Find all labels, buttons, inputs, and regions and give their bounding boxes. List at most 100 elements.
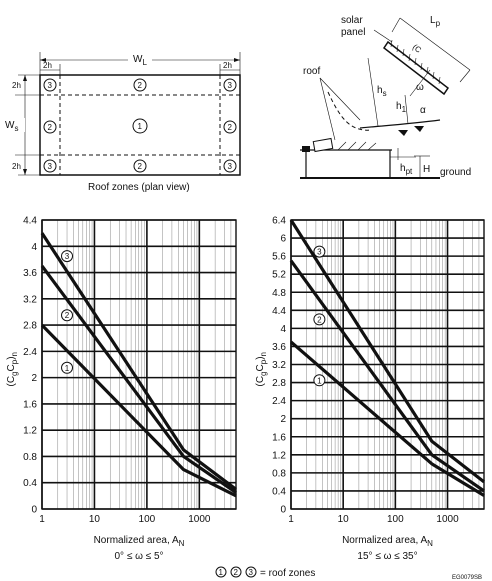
zone-3-marker-bl: 3 bbox=[43, 159, 57, 173]
zone-circle bbox=[313, 313, 326, 326]
series-line-zone-2 bbox=[289, 259, 485, 493]
plan-view: WL 2h 2h Ws 2h 2h 3 3 3 3 2 2 2 2 1 Roof… bbox=[3, 52, 241, 193]
y-tick-label: 3.6 bbox=[23, 268, 37, 279]
legend-zone-3: 3 bbox=[245, 566, 257, 578]
y-tick-label: 3.6 bbox=[272, 342, 286, 353]
y-tick-label: 4.4 bbox=[23, 216, 37, 227]
series-marker-zone-2: 2 bbox=[313, 313, 326, 326]
zone-number: 1 bbox=[65, 364, 70, 373]
svg-text:3: 3 bbox=[228, 81, 233, 90]
x-tick-label: 1000 bbox=[188, 514, 211, 525]
zone-2-marker-right: 2 bbox=[223, 120, 237, 134]
series-line-zone-3 bbox=[289, 219, 485, 484]
plot-frame bbox=[290, 219, 485, 510]
svg-text:3: 3 bbox=[249, 568, 254, 577]
chart-right: 0 0.4 0.8 1.2 1.6 2 2.4 2.8 3.2 3.6 4 4.4 4.8 5.2 5.6 6… bbox=[255, 216, 485, 562]
angle-range-caption: 0° ≤ ω ≤ 5° bbox=[114, 551, 163, 562]
y-tick-label: 4 bbox=[280, 324, 286, 335]
svg-text:3: 3 bbox=[48, 162, 53, 171]
y-tick-label: 4.8 bbox=[272, 288, 286, 299]
ground-label: ground bbox=[440, 167, 471, 178]
y-tick-label: 0.4 bbox=[23, 478, 37, 489]
x-tick-label: 1 bbox=[39, 514, 45, 525]
edge-2h-top-left: 2h bbox=[43, 61, 52, 70]
x-tick-label: 100 bbox=[387, 514, 404, 525]
y-tick-label: 1.2 bbox=[272, 450, 286, 461]
zone-number: 2 bbox=[65, 311, 70, 320]
angle-range-caption: 15° ≤ ω ≤ 35° bbox=[357, 551, 417, 562]
y-tick-label: 2.8 bbox=[23, 321, 37, 332]
zone-number: 1 bbox=[317, 376, 322, 385]
x-axis-label: Normalized area, AN bbox=[342, 535, 433, 548]
y-tick-label: 2.8 bbox=[272, 378, 286, 389]
legend: 1 2 3 = roof zones bbox=[215, 566, 315, 579]
h1-label: h1 bbox=[396, 101, 407, 114]
y-tick-label: 6 bbox=[280, 234, 286, 245]
alpha-label: α bbox=[420, 105, 426, 116]
plan-view-title: Roof zones (plan view) bbox=[88, 182, 190, 193]
svg-text:1: 1 bbox=[219, 568, 224, 577]
y-tick-label: 2.4 bbox=[23, 347, 37, 358]
edge-2h-top-right: 2h bbox=[223, 61, 232, 70]
series-marker-zone-1: 1 bbox=[313, 374, 326, 387]
svg-text:2: 2 bbox=[138, 162, 143, 171]
zone-circle bbox=[313, 245, 326, 258]
series-line-zone-2 bbox=[40, 265, 237, 494]
series-marker-zone-3: 3 bbox=[61, 250, 74, 263]
omega-label: ω bbox=[416, 82, 424, 93]
svg-text:2: 2 bbox=[228, 123, 233, 132]
y-tick-label: 2 bbox=[280, 414, 286, 425]
y-tick-label: 4.4 bbox=[272, 306, 286, 317]
x-tick-label: 10 bbox=[338, 514, 350, 525]
y-tick-label: 5.2 bbox=[272, 270, 286, 281]
zone-2-marker-left: 2 bbox=[43, 120, 57, 134]
y-tick-label: 0.4 bbox=[272, 486, 286, 497]
series-line-zone-3 bbox=[40, 232, 237, 491]
airflow-curve bbox=[327, 91, 373, 131]
zone-number: 3 bbox=[65, 252, 70, 261]
legend-zone-2: 2 bbox=[230, 566, 242, 578]
y-axis-label: (CgCp)n bbox=[6, 352, 19, 387]
y-tick-label: 1.6 bbox=[272, 432, 286, 443]
zone-2-marker-top: 2 bbox=[133, 78, 147, 92]
y-tick-label: 5.6 bbox=[272, 252, 286, 263]
parapet bbox=[302, 146, 310, 152]
svg-text:3: 3 bbox=[48, 81, 53, 90]
solar-panel-drawing bbox=[382, 17, 471, 96]
y-tick-label: 0.8 bbox=[23, 452, 37, 463]
y-tick-label: 1.6 bbox=[23, 399, 37, 410]
zone-number: 3 bbox=[317, 248, 322, 257]
cgcp-label: (C bbox=[411, 42, 423, 54]
rooftop-equipment bbox=[312, 137, 334, 153]
svg-text:2: 2 bbox=[48, 123, 53, 132]
y-tick-label: 0 bbox=[31, 505, 37, 516]
legend-text: = roof zones bbox=[260, 568, 315, 579]
zone-3-marker-br: 3 bbox=[223, 159, 237, 173]
y-tick-label: 0 bbox=[280, 505, 286, 516]
edge-2h-left-bottom: 2h bbox=[12, 162, 21, 171]
plot-frame bbox=[41, 219, 237, 510]
ws-label: Ws bbox=[5, 120, 18, 133]
zone-circle bbox=[61, 250, 74, 263]
series-marker-zone-3: 3 bbox=[313, 245, 326, 258]
edge-2h-left-top: 2h bbox=[12, 81, 21, 90]
hpt-label: hpt bbox=[400, 163, 413, 176]
series-line-zone-1 bbox=[289, 340, 485, 497]
series-marker-zone-2: 2 bbox=[61, 309, 74, 322]
zone-circle bbox=[61, 361, 74, 374]
series-marker-zone-1: 1 bbox=[61, 361, 74, 374]
y-tick-label: 0.8 bbox=[272, 468, 286, 479]
zone-number: 2 bbox=[317, 315, 322, 324]
y-tick-label: 3.2 bbox=[272, 360, 286, 371]
x-axis-label: Normalized area, AN bbox=[94, 535, 185, 548]
y-tick-label: 2.4 bbox=[272, 396, 286, 407]
lp-label: Lp bbox=[430, 15, 441, 28]
svg-text:3: 3 bbox=[228, 162, 233, 171]
y-tick-label: 6.4 bbox=[272, 216, 286, 227]
x-tick-label: 1000 bbox=[436, 514, 459, 525]
wl-label: WL bbox=[133, 54, 147, 67]
zone-2-marker-bottom: 2 bbox=[133, 159, 147, 173]
zone-3-marker-tr: 3 bbox=[223, 78, 237, 92]
